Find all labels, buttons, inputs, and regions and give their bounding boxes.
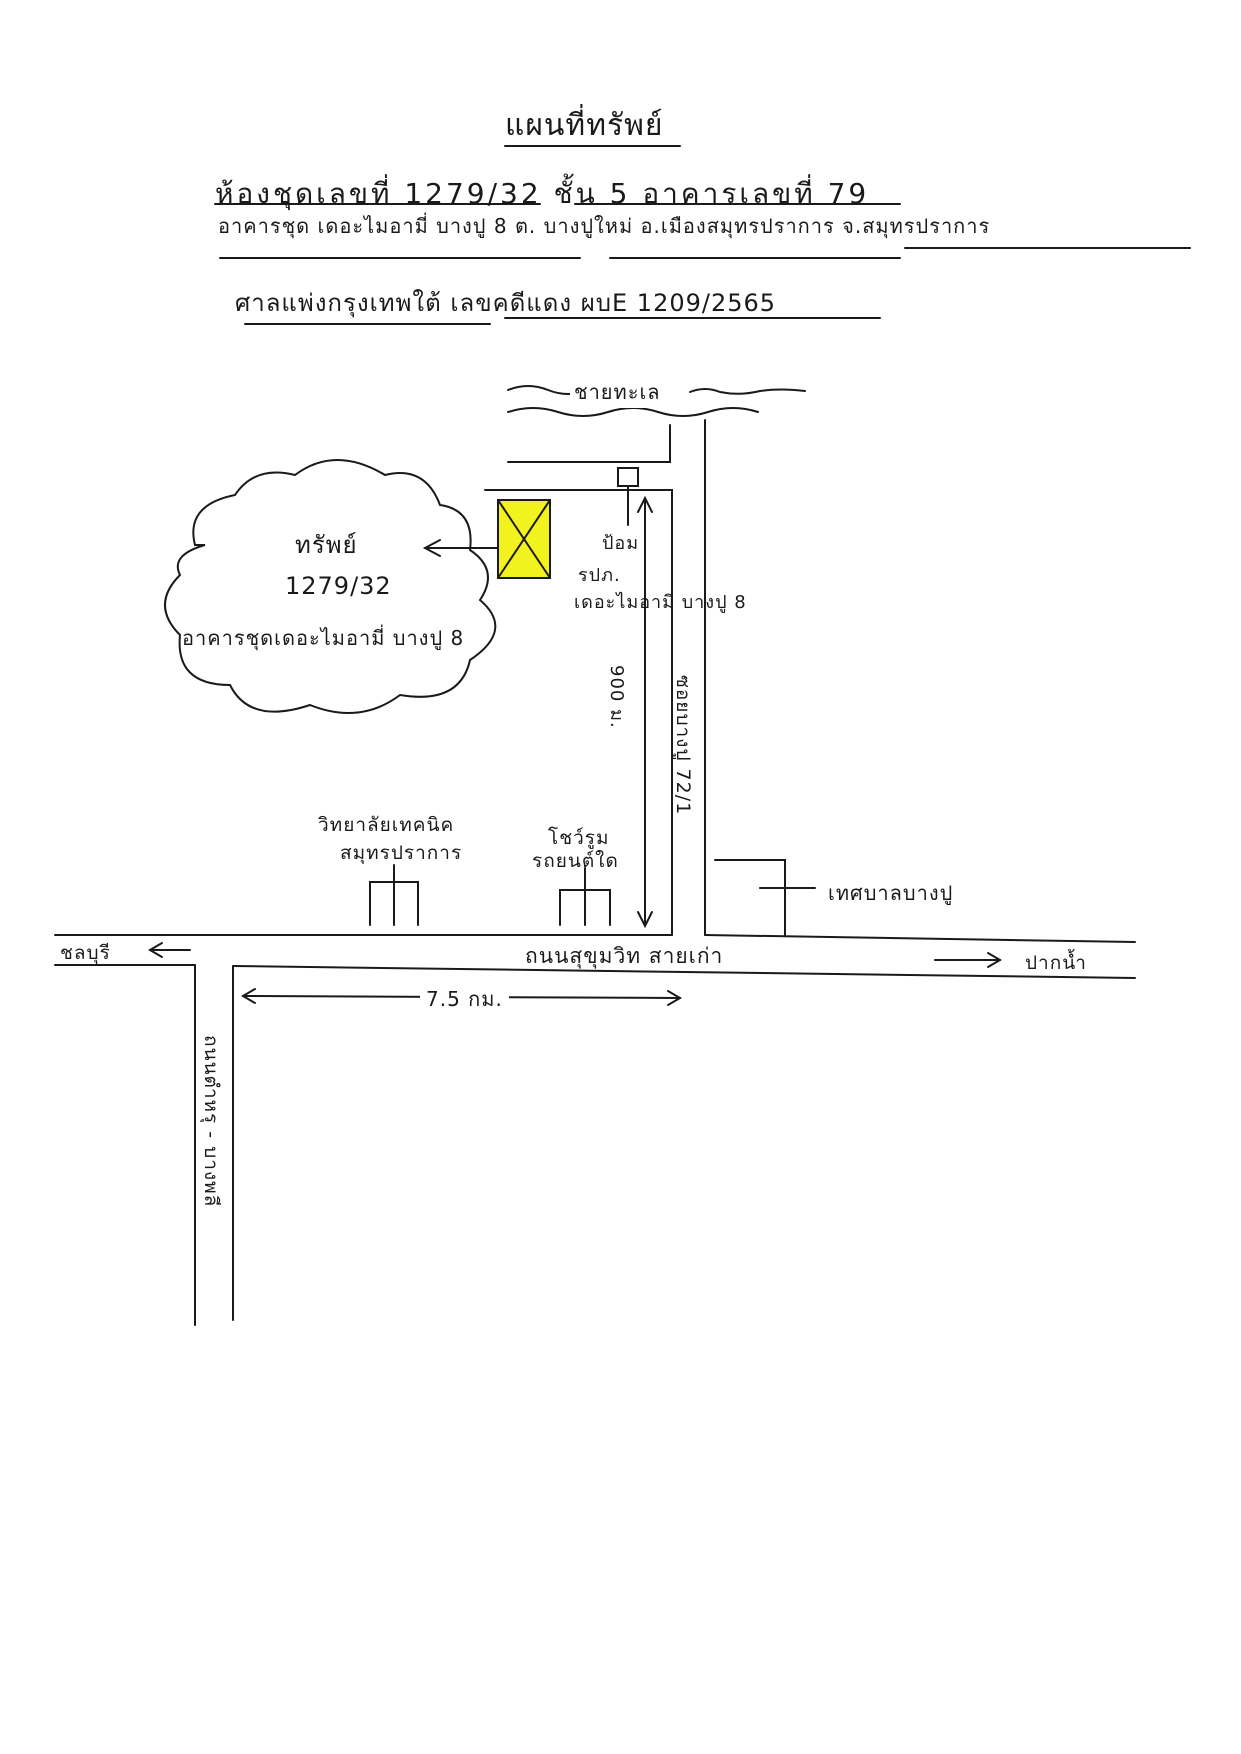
- property-marker: [497, 499, 551, 579]
- distance-arrow-bottom: [637, 911, 653, 929]
- distance-main-right-head: [667, 990, 682, 1006]
- paknam-label: ปากน้ำ: [1025, 952, 1087, 974]
- showroom-line1: โชว์รูม: [548, 827, 610, 849]
- showroom-line2: รถยนต์ใด: [532, 850, 619, 872]
- property-cloud: [164, 459, 497, 714]
- header-building-line: อาคารชุด เดอะไมอามี่ บางปู 8 ต. บางปูใหม…: [218, 214, 991, 238]
- sea-label: ชายทะเล: [570, 376, 665, 408]
- chonburi-label: ชลบุรี: [60, 942, 111, 964]
- guard-post-line1: ป้อม: [602, 533, 640, 554]
- distance-main-left-head: [241, 988, 256, 1004]
- arrow-left-head: [148, 942, 163, 958]
- guard-post-line3: เดอะไมอามี่ บางปู 8: [574, 592, 747, 613]
- distance-900-label: 900 ม.: [603, 665, 632, 729]
- main-road-bottom-right: [232, 965, 1136, 979]
- municipality-label: เทศบาลบางปู: [828, 881, 954, 905]
- compound-top: [507, 424, 671, 463]
- side-road-label: ถนนตำหรุ - บางพลี: [200, 1035, 222, 1208]
- arrow-right-head: [987, 952, 1002, 968]
- main-road-label: ถนนสุขุมวิท สายเก่า: [525, 944, 724, 968]
- map-title: แผนที่ทรัพย์: [505, 108, 664, 143]
- distance-main-label: 7.5 กม.: [420, 983, 509, 1015]
- college-line1: วิทยาลัยเทคนิค: [318, 814, 455, 836]
- soi-label: ซอยบางปู 72/1: [672, 675, 694, 816]
- property-arrowhead: [422, 539, 441, 557]
- municipality-sign: [714, 859, 786, 936]
- guard-post-box: [617, 467, 639, 487]
- distance-arrow-top: [637, 495, 653, 513]
- compound-boundary: [484, 489, 673, 936]
- property-unit: 1279/32: [285, 572, 392, 600]
- main-road-top-right: [704, 934, 1136, 943]
- guard-post-line2: รปภ.: [578, 565, 621, 586]
- property-building: อาคารชุดเดอะไมอามี่ บางปู 8: [182, 626, 465, 650]
- college-line2: สมุทรปราการ: [340, 842, 463, 864]
- property-cross-2: [497, 499, 551, 579]
- header-court-line: ศาลแพ่งกรุงเทพใต้ เลขคดีแดง ผบE 1209/256…: [235, 289, 777, 317]
- property-label: ทรัพย์: [295, 531, 358, 559]
- sea-wave-2: [507, 407, 759, 417]
